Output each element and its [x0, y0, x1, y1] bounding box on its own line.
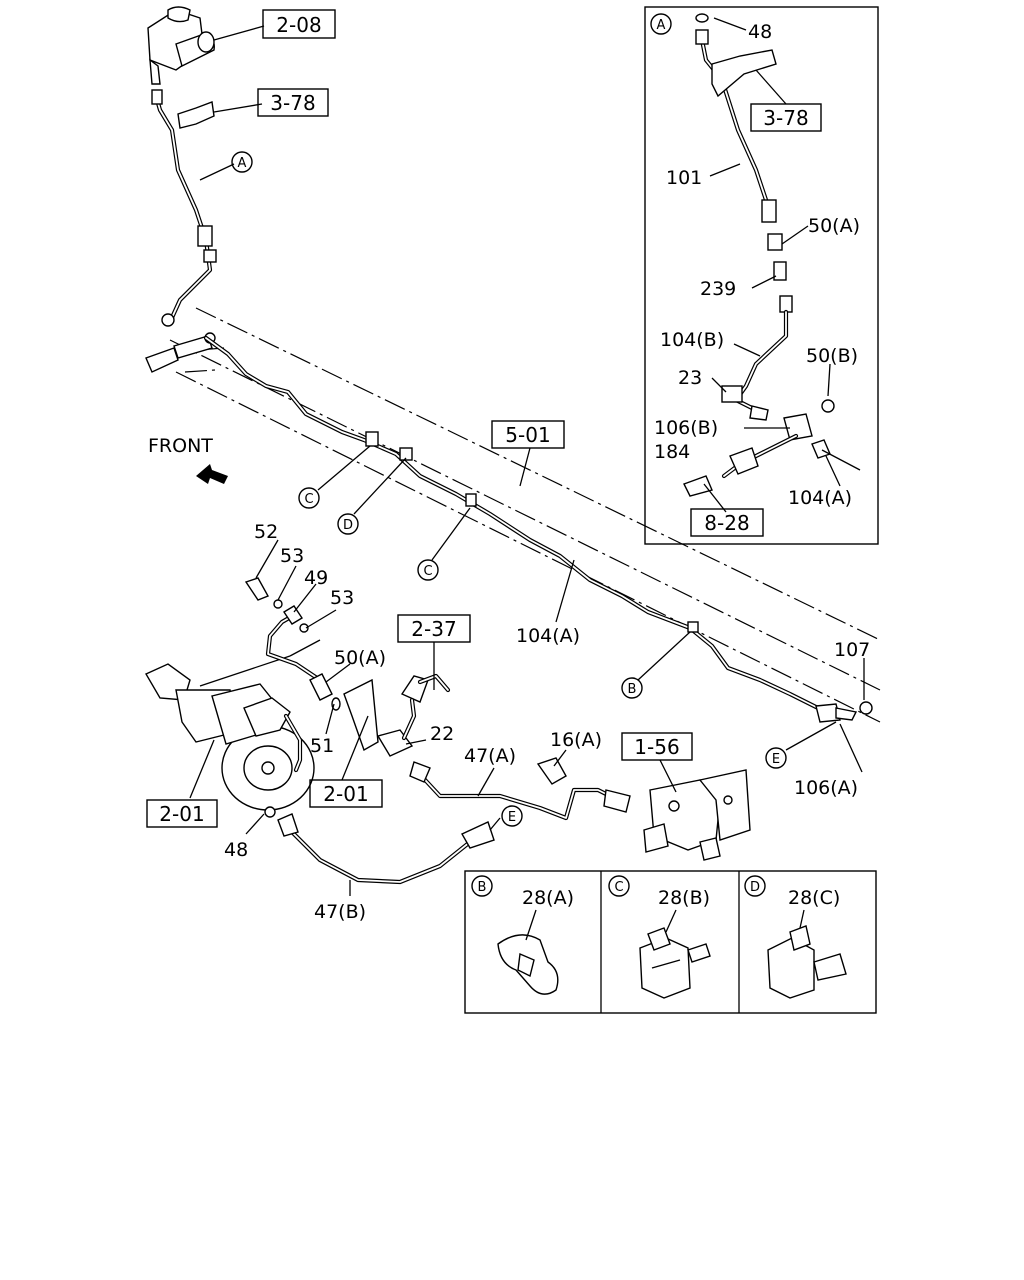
svg-text:D: D — [750, 880, 760, 895]
label-49: 49 — [304, 567, 328, 589]
clip-b-label: 28(A) — [522, 887, 574, 909]
detail-label-104a: 104(A) — [788, 487, 852, 509]
callout-d: D — [337, 513, 359, 535]
detail-a-callout: A — [657, 18, 666, 33]
ref-5-01-text: 5-01 — [505, 423, 550, 447]
front-bracket-fitting — [145, 313, 216, 373]
ref-box-2-08: 2-08 — [262, 9, 336, 39]
ref-3-78-text: 3-78 — [270, 91, 315, 115]
front-arrow — [196, 464, 228, 484]
detail-ref-8-28-text: 8-28 — [704, 511, 749, 535]
ref-2-01-unit-text: 2-01 — [159, 802, 204, 826]
detail-label-50b: 50(B) — [806, 345, 858, 367]
clip-detail-panels — [464, 870, 877, 1014]
label-48: 48 — [224, 839, 248, 861]
leader-lines — [189, 445, 865, 896]
detail-label-23: 23 — [678, 367, 702, 389]
callout-e-1: E — [765, 747, 787, 769]
detail-label-239: 239 — [700, 278, 736, 300]
label-52: 52 — [254, 521, 278, 543]
clip-detail-d: D 28(C) — [744, 875, 847, 999]
detail-label-48: 48 — [748, 21, 772, 43]
svg-text:E: E — [772, 752, 780, 767]
ref-box-1-56: 1-56 — [621, 732, 693, 761]
svg-text:C: C — [304, 492, 313, 507]
ref-2-37-text: 2-37 — [411, 617, 456, 641]
label-53-a: 53 — [280, 545, 304, 567]
callout-b: B — [621, 677, 643, 699]
ref-2-08-text: 2-08 — [276, 13, 321, 37]
svg-text:E: E — [508, 810, 516, 825]
ref-box-3-78: 3-78 — [257, 88, 329, 117]
label-104a-main: 104(A) — [516, 625, 580, 647]
detail-label-104b: 104(B) — [660, 329, 724, 351]
svg-text:D: D — [343, 518, 353, 533]
brake-pipe-47b — [264, 806, 495, 885]
brake-booster-unit — [145, 639, 321, 811]
svg-text:B: B — [478, 880, 487, 895]
clip-detail-c: C 28(B) — [608, 875, 711, 999]
label-47b: 47(B) — [314, 901, 366, 923]
detail-label-106b: 106(B) — [654, 417, 718, 439]
front-label: FRONT — [148, 435, 213, 457]
brake-pipe-upper-short — [244, 577, 333, 701]
callout-e-2: E — [501, 805, 523, 827]
svg-text:C: C — [423, 564, 432, 579]
label-107: 107 — [834, 639, 870, 661]
label-22: 22 — [430, 723, 454, 745]
label-16a: 16(A) — [550, 729, 602, 751]
callout-c-2: C — [417, 559, 439, 581]
clip-d-label: 28(C) — [788, 887, 840, 909]
svg-text:C: C — [614, 880, 623, 895]
brake-hose-101 — [151, 89, 263, 325]
ref-1-56-text: 1-56 — [634, 735, 679, 759]
detail-ref-3-78-text: 3-78 — [763, 106, 808, 130]
svg-text:A: A — [238, 156, 247, 171]
detail-label-50a: 50(A) — [808, 215, 860, 237]
detail-label-184: 184 — [654, 441, 690, 463]
label-47a: 47(A) — [464, 745, 516, 767]
label-50a: 50(A) — [334, 647, 386, 669]
detail-a-panel: A 3-78 — [644, 6, 879, 545]
detail-label-101: 101 — [666, 167, 702, 189]
clip-detail-b: B 28(A) — [471, 875, 574, 995]
label-53-b: 53 — [330, 587, 354, 609]
ref-box-2-37: 2-37 — [397, 614, 471, 643]
master-cylinder-reservoir — [147, 6, 265, 85]
brake-pipe-47a — [409, 757, 631, 821]
clip-c-label: 28(B) — [658, 887, 710, 909]
ref-box-5-01: 5-01 — [491, 420, 565, 449]
valve-unit — [643, 769, 751, 861]
label-106a: 106(A) — [794, 777, 858, 799]
ref-box-2-01-bracket: 2-01 — [309, 779, 383, 808]
callout-a-main: A — [231, 151, 253, 173]
tee-bracket-assembly — [331, 673, 451, 757]
label-51: 51 — [310, 735, 334, 757]
callout-c-1: C — [298, 487, 320, 509]
ref-box-2-01-unit: 2-01 — [146, 799, 218, 828]
svg-text:B: B — [628, 682, 637, 697]
brake-pipe-104a — [203, 335, 873, 723]
ref-2-01-text: 2-01 — [323, 782, 368, 806]
